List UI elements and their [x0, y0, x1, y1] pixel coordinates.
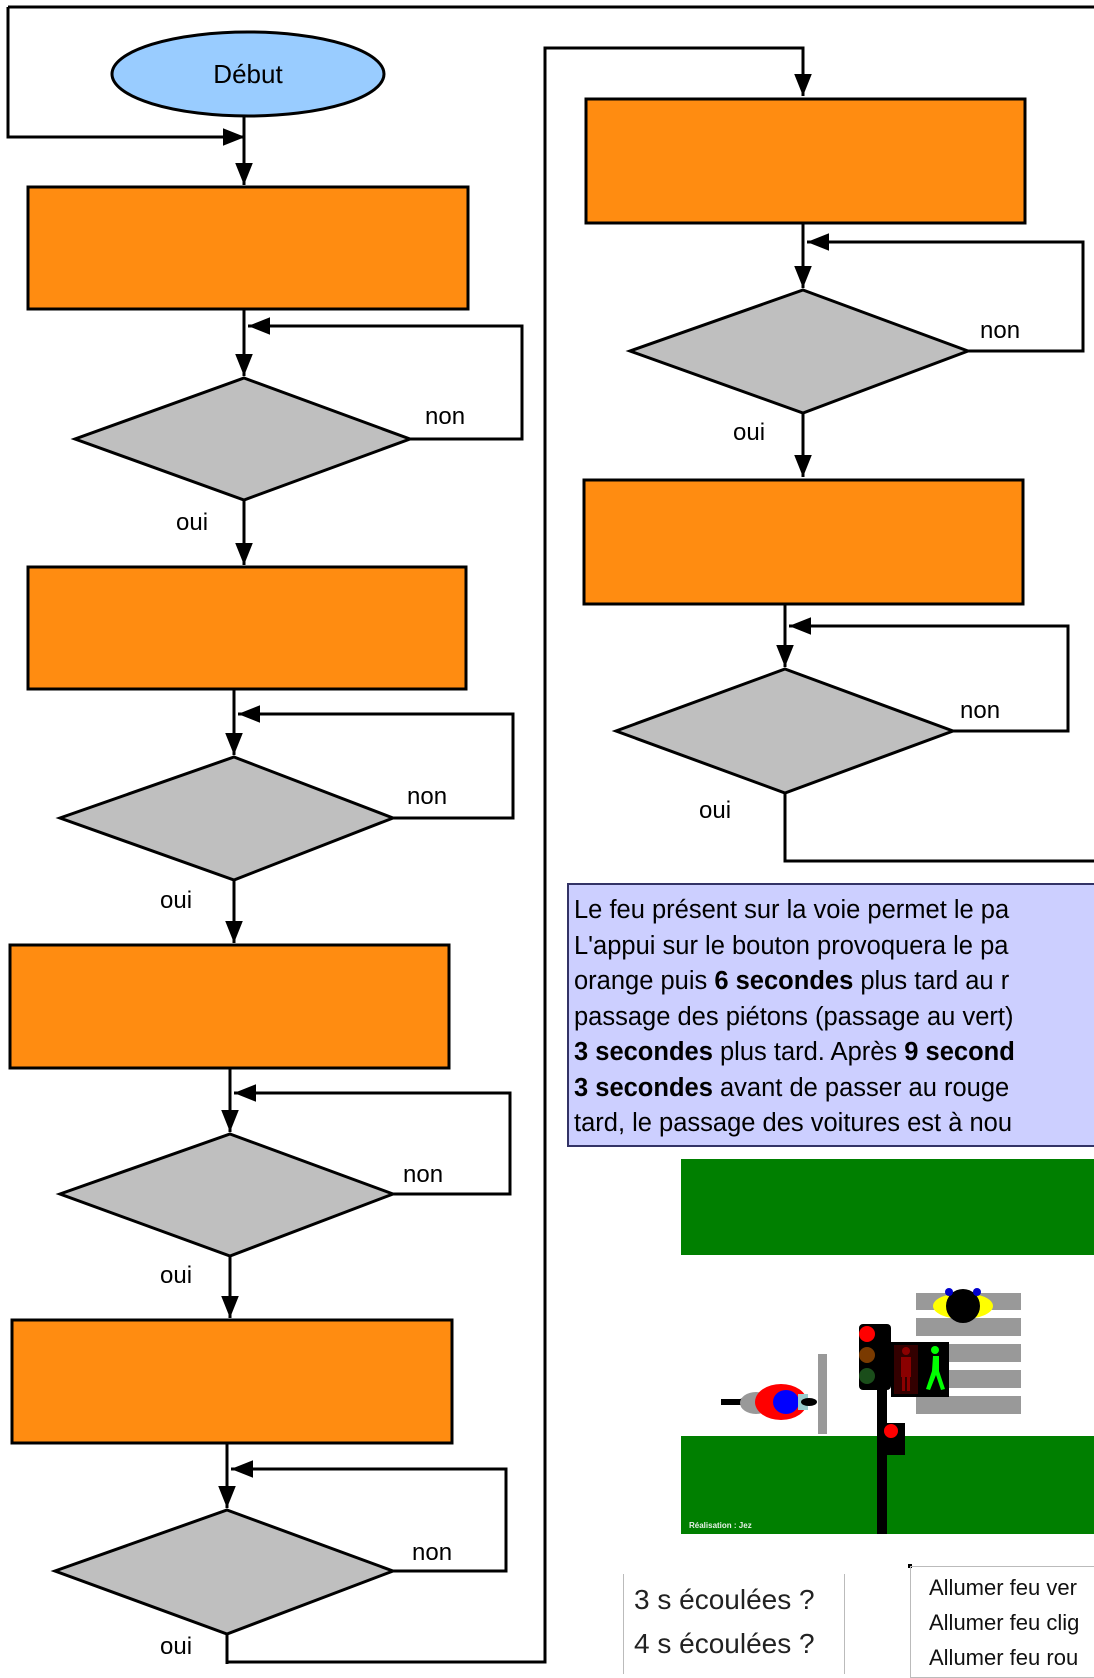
- yes-label: oui: [160, 887, 192, 914]
- action-item[interactable]: Allumer feu clig: [929, 1610, 1080, 1635]
- push-button: [884, 1424, 898, 1438]
- loop-arrow-non: [234, 1084, 512, 1196]
- pedestrian-hand: [973, 1288, 981, 1296]
- description-box: Le feu présent sur la voie permet le pa L…: [567, 883, 1094, 1147]
- yes-label: oui: [176, 509, 208, 536]
- green-lamp: [859, 1368, 875, 1384]
- red-man-leg: [907, 1376, 910, 1391]
- action-block-2: [26, 565, 468, 691]
- start-label: Début: [213, 59, 283, 89]
- return-arrow-to-start: [6, 7, 245, 146]
- connector-to-right-column: [227, 46, 812, 1664]
- pedestrian-head: [946, 1289, 980, 1323]
- red-lamp: [859, 1326, 875, 1342]
- description-emphasis: 3 secondes: [574, 1038, 713, 1066]
- decision-3: [55, 1132, 398, 1258]
- description-line: L'appui sur le bouton provoquera le pa: [574, 931, 1009, 960]
- moto-helmet: [773, 1390, 799, 1414]
- loop-arrow-non: [248, 317, 524, 441]
- yes-label: oui: [160, 1633, 192, 1660]
- crosswalk-stripe: [916, 1318, 1021, 1336]
- description-line: 3 secondes avant de passer au rouge: [574, 1073, 1010, 1102]
- moto-exhaust: [721, 1399, 746, 1405]
- pedestrian-hand: [945, 1288, 953, 1296]
- no-label: non: [960, 697, 1000, 724]
- grass-top: [681, 1159, 1094, 1255]
- action-block-5: [584, 97, 1027, 225]
- action-block-1: [26, 185, 470, 311]
- yes-label: oui: [160, 1262, 192, 1289]
- green-man-body: [926, 1356, 945, 1390]
- crosswalk-stripe: [916, 1396, 1021, 1414]
- description-emphasis: 9 second: [904, 1038, 1015, 1066]
- action-block-4: [10, 1318, 454, 1445]
- no-label: non: [412, 1539, 452, 1566]
- action-item[interactable]: Allumer feu rou: [929, 1645, 1079, 1670]
- red-man-leg: [902, 1376, 905, 1391]
- description-line: 3 secondes plus tard. Après 9 second: [574, 1038, 1015, 1066]
- start-node: [110, 30, 386, 118]
- condition-item[interactable]: 4 s écoulées ?: [634, 1628, 815, 1659]
- description-emphasis: 3 secondes: [574, 1073, 713, 1102]
- red-man-head: [902, 1347, 910, 1355]
- description-line: orange puis 6 secondes plus tard au r: [574, 967, 1010, 995]
- action-block-3: [8, 943, 451, 1070]
- scene-signature: Réalisation : Jez: [689, 1521, 752, 1530]
- no-label: non: [407, 783, 447, 810]
- traffic-light-scene: Réalisation : Jez: [681, 1159, 1094, 1534]
- loop-arrow-non: [238, 705, 515, 820]
- loop-arrow-non: [231, 1460, 508, 1573]
- action-item[interactable]: Allumer feu ver: [929, 1575, 1077, 1600]
- no-label: non: [403, 1161, 443, 1188]
- decision-1: [70, 376, 415, 502]
- scene-illustration: [681, 1159, 1094, 1534]
- description-line: Le feu présent sur la voie permet le pa: [574, 896, 1010, 924]
- stop-line: [818, 1354, 827, 1434]
- decision-6: [611, 667, 958, 795]
- pole: [877, 1329, 887, 1534]
- description-line: passage des piétons (passage au vert): [574, 1002, 1014, 1031]
- connector-loop-back: [783, 793, 1094, 863]
- red-man-body: [901, 1357, 911, 1377]
- condition-item[interactable]: 3 s écoulées ?: [634, 1584, 815, 1615]
- green-man-head: [931, 1346, 939, 1354]
- description-emphasis: 6 secondes: [714, 967, 854, 995]
- yes-label: oui: [699, 797, 731, 824]
- yes-label: oui: [733, 419, 765, 446]
- description-line: tard, le passage des voitures est à nou: [574, 1109, 1013, 1137]
- orange-lamp: [859, 1347, 875, 1363]
- decision-5: [625, 288, 973, 415]
- no-label: non: [980, 317, 1020, 344]
- moto-front-wheel: [801, 1398, 817, 1406]
- action-block-6: [582, 478, 1025, 606]
- decision-4: [50, 1508, 398, 1636]
- action-list: Allumer feu ver Allumer feu clig Allumer…: [910, 1566, 1094, 1678]
- no-label: non: [425, 403, 465, 430]
- loop-arrow-non: [789, 617, 1070, 733]
- loop-arrow-non: [807, 233, 1085, 353]
- decision-2: [55, 755, 398, 882]
- condition-list: 3 s écoulées ? 4 s écoulées ?: [623, 1574, 845, 1674]
